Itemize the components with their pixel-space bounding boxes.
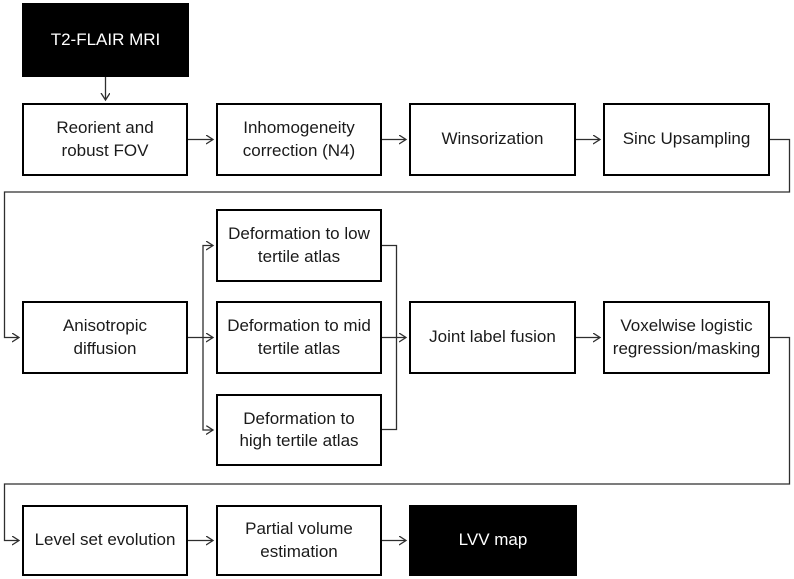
node-inhomogeneity-correction: Inhomogeneity correction (N4) (216, 103, 382, 176)
node-sinc-upsampling: Sinc Upsampling (603, 103, 770, 176)
node-lvv-map: LVV map (409, 505, 577, 576)
node-deformation-high-tertile: Deformation to high tertile atlas (216, 394, 382, 466)
node-partial-volume-estimation: Partial volume estimation (216, 505, 382, 576)
node-deformation-mid-tertile: Deformation to mid tertile atlas (216, 301, 382, 374)
node-anisotropic-diffusion: Anisotropic diffusion (22, 301, 188, 374)
node-level-set-evolution: Level set evolution (22, 505, 188, 576)
node-t2-flair-mri: T2-FLAIR MRI (22, 3, 189, 77)
node-winsorization: Winsorization (409, 103, 576, 176)
edge-deformation-low-high-merge (382, 244, 398, 431)
node-deformation-low-tertile: Deformation to low tertile atlas (216, 209, 382, 282)
node-joint-label-fusion: Joint label fusion (409, 301, 576, 374)
node-reorient-robust-fov: Reorient and robust FOV (22, 103, 188, 176)
edge-anisotropic-to-deformation-high (202, 337, 213, 431)
edge-anisotropic-to-deformation-low (202, 246, 213, 338)
node-voxelwise-logistic-regression: Voxelwise logistic regression/masking (603, 301, 770, 374)
